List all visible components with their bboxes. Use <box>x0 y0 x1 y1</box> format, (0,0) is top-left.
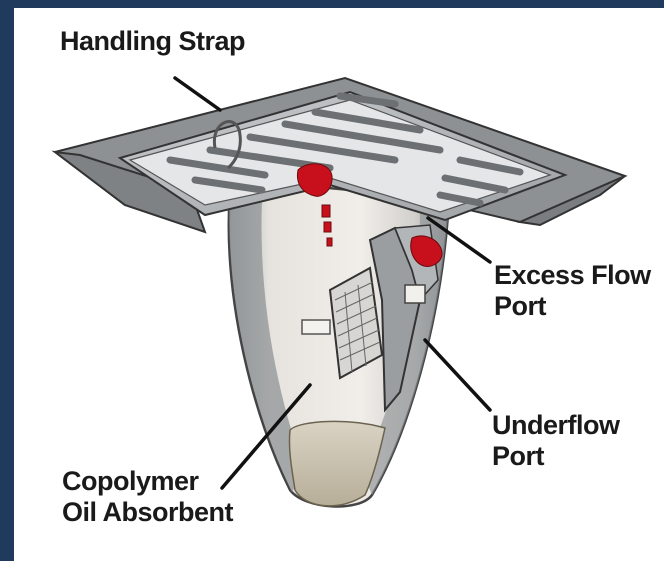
label-excess-flow-port: Excess Flow Port <box>494 260 651 322</box>
label-underflow-port: Underflow Port <box>492 410 620 472</box>
label-copolymer-oil-absorbent: Copolymer Oil Absorbent <box>62 466 233 528</box>
label-handling-strap: Handling Strap <box>60 26 245 57</box>
